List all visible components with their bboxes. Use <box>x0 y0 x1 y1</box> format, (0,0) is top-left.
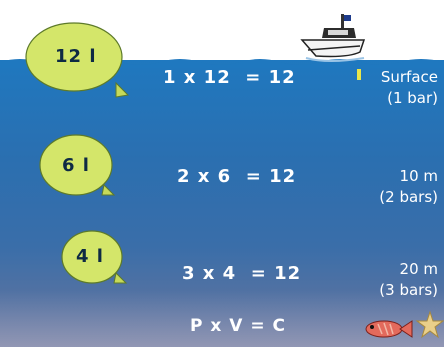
starfish-icon <box>415 310 444 339</box>
depth-label-line2: (2 bars) <box>379 188 438 206</box>
depth-label-10m: 10 m (2 bars) <box>348 166 438 208</box>
balloon-icon <box>39 134 116 196</box>
equation-row-2: 2 x 6 = 12 <box>177 166 297 187</box>
balloon-volume-label: 6 l <box>62 155 90 176</box>
balloon-icon <box>61 230 128 284</box>
depth-label-line1: Surface <box>380 68 438 86</box>
balloon-volume-label: 12 l <box>55 46 97 67</box>
boat-icon <box>300 14 366 62</box>
fish-icon <box>365 320 413 338</box>
surface-marker-icon <box>357 69 361 80</box>
sea-floor-tint <box>0 290 444 347</box>
depth-label-20m: 20 m (3 bars) <box>348 259 438 301</box>
equation-row-3: 3 x 4 = 12 <box>182 263 302 284</box>
boyle-law-formula: P x V = C <box>190 316 286 336</box>
equation-row-1: 1 x 12 = 12 <box>163 67 296 88</box>
depth-label-surface: Surface (1 bar) <box>348 67 438 109</box>
balloon-volume-label: 4 l <box>76 246 104 267</box>
depth-label-line2: (1 bar) <box>387 89 438 107</box>
balloon-icon <box>25 22 130 98</box>
depth-label-line2: (3 bars) <box>379 281 438 299</box>
depth-label-line1: 20 m <box>399 260 438 278</box>
depth-label-line1: 10 m <box>399 167 438 185</box>
sea-water <box>0 60 444 347</box>
